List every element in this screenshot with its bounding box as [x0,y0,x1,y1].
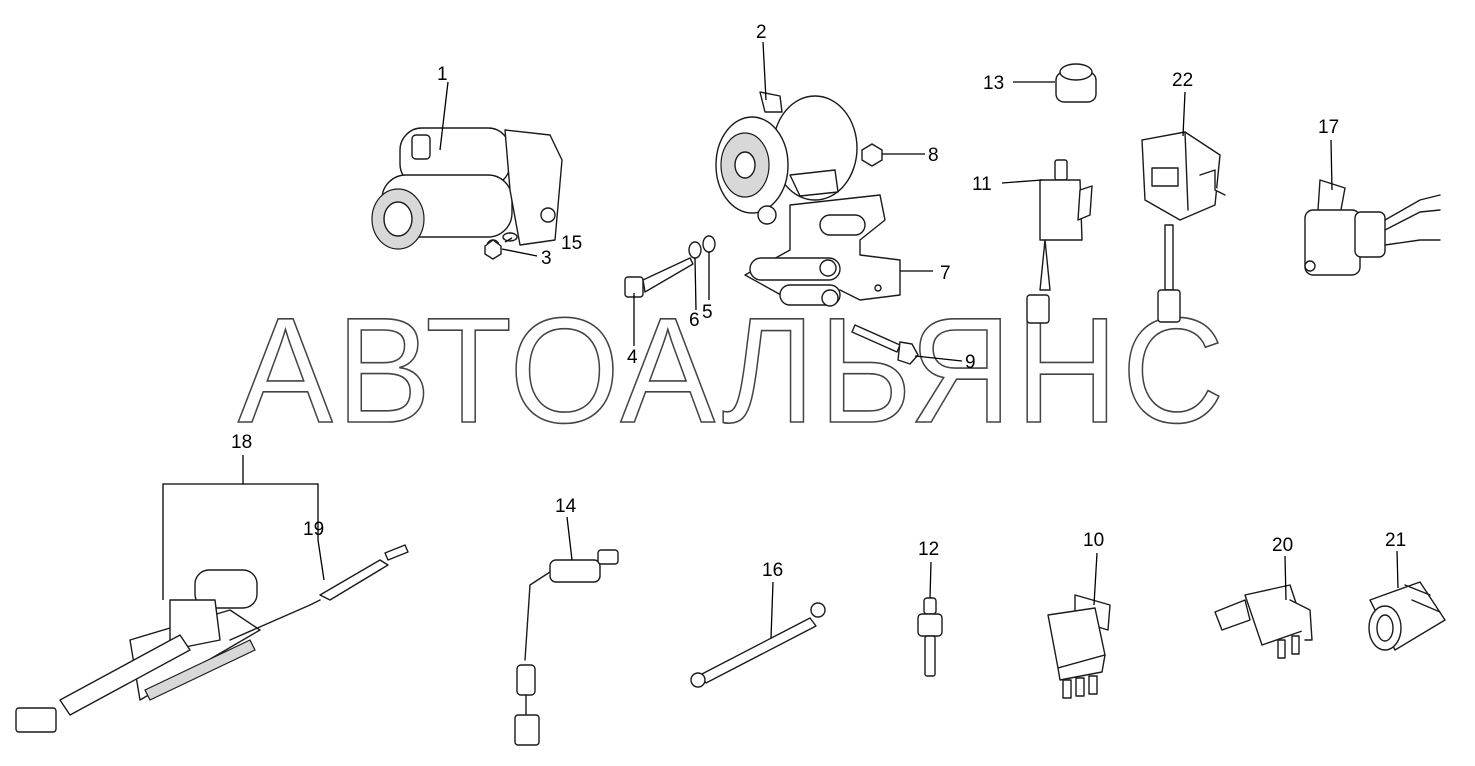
actuator-assembly [15,544,409,733]
callout-6: 6 [689,310,700,331]
callout-4: 4 [627,347,638,368]
ground-strap [690,602,826,688]
callout-19: 19 [303,519,324,540]
bolt-9 [851,324,919,365]
relay-10 [1047,594,1111,699]
callout-21: 21 [1385,530,1406,551]
control-unit [1141,131,1226,323]
callout-20: 20 [1272,535,1293,556]
connector-21 [1368,581,1446,651]
callout-11: 11 [972,174,992,195]
nut-8 [861,143,883,167]
washer-6 [688,241,702,259]
washer-5 [702,235,716,253]
relay-20 [1214,584,1313,659]
starter-motor [371,127,563,253]
temp-sensor-12 [917,597,943,677]
callout-12: 12 [918,539,939,560]
sender-cap [1055,63,1097,103]
callout-15: 15 [561,233,582,254]
bolt-4 [624,257,694,298]
alternator [715,91,858,225]
callout-18: 18 [231,432,252,453]
callout-17: 17 [1318,117,1339,138]
callout-22: 22 [1172,70,1193,91]
mounting-bracket [744,194,901,307]
callout-9: 9 [965,352,976,373]
callout-10: 10 [1083,530,1104,551]
callout-1: 1 [437,64,448,85]
sensor-14 [514,549,619,746]
callout-16: 16 [762,560,783,581]
watermark-text: АВТОАЛЬЯНС [238,286,1228,454]
callout-8: 8 [928,145,939,166]
nut-3 [484,239,502,260]
callout-2: 2 [756,22,767,43]
washer-15 [502,232,518,242]
callouts: 1 2 3 4 5 6 7 8 9 10 11 12 13 14 15 16 1… [231,22,1406,581]
callout-3: 3 [541,248,552,269]
switch-17 [1304,179,1441,276]
leader-lines [162,41,1399,639]
callout-7: 7 [940,263,951,284]
callout-14: 14 [555,496,577,517]
callout-13: 13 [983,73,1004,94]
sender-sensor [1026,159,1093,324]
callout-5: 5 [702,302,713,323]
